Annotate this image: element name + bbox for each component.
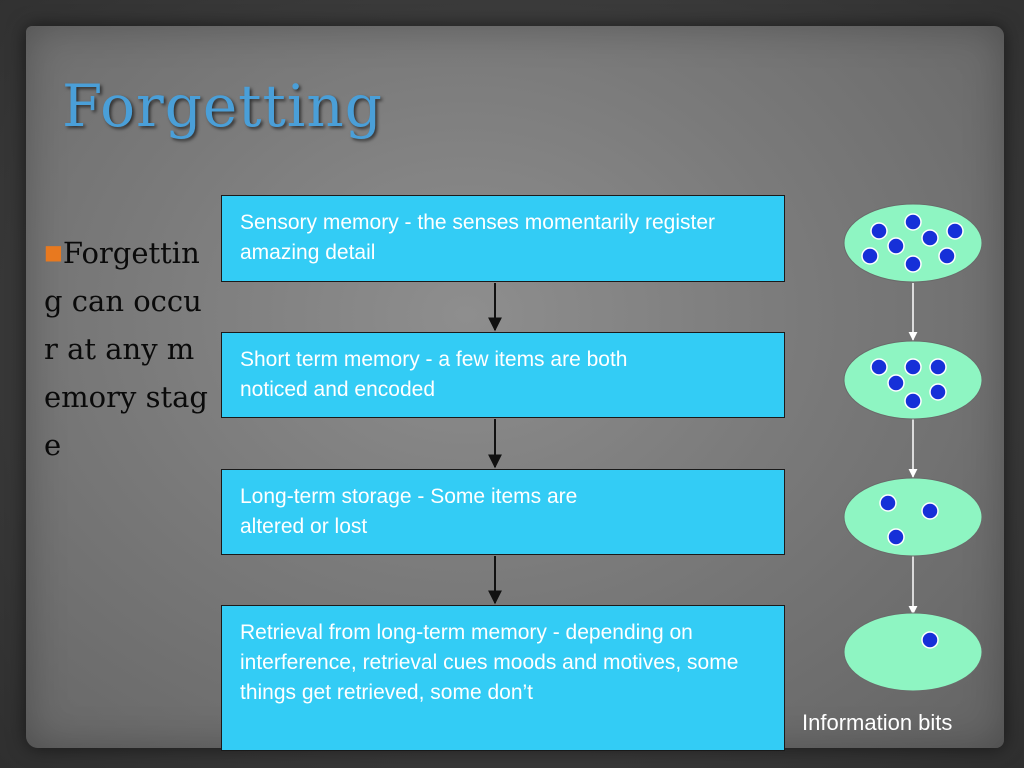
- stage-text-long-term: Long-term storage - Some items are alter…: [240, 485, 578, 538]
- info-bit: [921, 229, 939, 247]
- stage-text-retrieval: Retrieval from long-term memory - depend…: [240, 621, 739, 704]
- info-bit: [904, 392, 922, 410]
- stage-text-sensory: Sensory memory - the senses momentarily …: [240, 211, 715, 264]
- info-bit: [938, 247, 956, 265]
- stage-text-short-term: Short term memory - a few items are both…: [240, 348, 628, 401]
- info-bit: [921, 631, 939, 649]
- stage-box-retrieval: Retrieval from long-term memory - depend…: [221, 605, 785, 751]
- info-bit: [929, 358, 947, 376]
- info-bit: [870, 358, 888, 376]
- info-bit: [929, 383, 947, 401]
- info-bit: [887, 237, 905, 255]
- information-bits-caption: Information bits: [802, 710, 953, 735]
- bits-ellipse-long-term: [843, 477, 983, 557]
- stage-box-long-term: Long-term storage - Some items are alter…: [221, 469, 785, 555]
- bits-ellipse-retrieval: [843, 612, 983, 692]
- info-bit: [921, 502, 939, 520]
- bullet-text: Forgetting can occur at any memory stage: [44, 236, 208, 462]
- info-bit: [904, 255, 922, 273]
- stage-box-sensory: Sensory memory - the senses momentarily …: [221, 195, 785, 282]
- bits-dots-short-term: [870, 358, 947, 410]
- info-bit: [904, 213, 922, 231]
- bullet-marker: ■: [44, 240, 63, 264]
- info-bit: [861, 247, 879, 265]
- info-bit: [879, 494, 897, 512]
- info-bit: [904, 358, 922, 376]
- info-bit: [887, 528, 905, 546]
- bits-dots-long-term: [879, 494, 939, 546]
- info-bit: [870, 222, 888, 240]
- bits-dots-sensory: [861, 213, 964, 273]
- bullet-point: ■Forgetting can occur at any memory stag…: [44, 228, 209, 469]
- info-bit: [887, 374, 905, 392]
- slide-title: Forgetting: [62, 72, 383, 140]
- info-bit: [946, 222, 964, 240]
- bits-dots-retrieval: [921, 631, 939, 649]
- stage-box-short-term: Short term memory - a few items are both…: [221, 332, 785, 418]
